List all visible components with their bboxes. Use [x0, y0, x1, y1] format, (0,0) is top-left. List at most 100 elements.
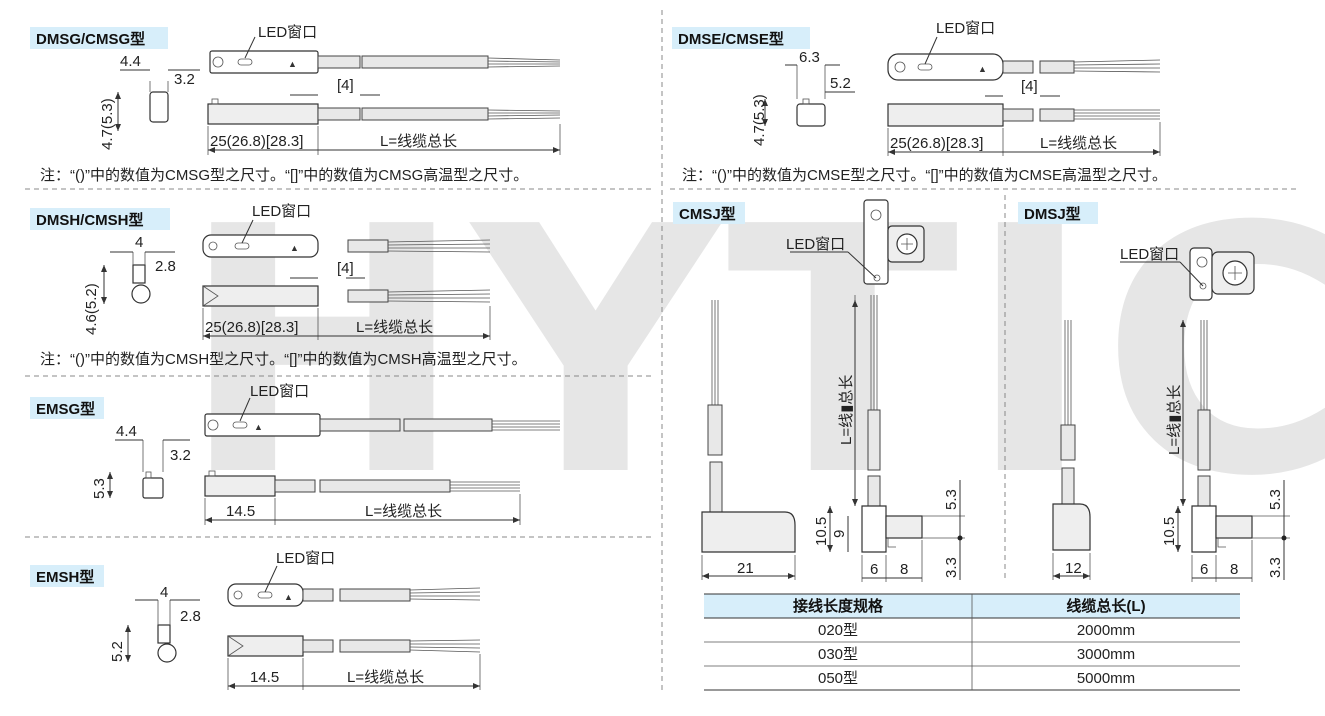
- sensor-profile: [157, 624, 171, 644]
- section-dmsj: DMSJ型 LED窗口 12 L=线▮总长 10.5 6 8: [1018, 202, 1290, 582]
- footnote: 注：“()”中的数值为CMSE型之尺寸。“[]”中的数值为CMSE高温型之尺寸。: [682, 167, 1167, 184]
- dim-height: 5.2: [109, 641, 126, 662]
- dim-height: 5.3: [91, 478, 108, 499]
- section-emsh: EMSH型 4 2.8 5.2 ▲ LED窗口 14.5 L=线缆总长: [30, 549, 481, 690]
- dim-thickness: 2.8: [155, 258, 176, 275]
- model-tag-label: DMSJ型: [1024, 205, 1081, 223]
- model-tag-label: EMSG型: [36, 400, 95, 418]
- dim-base: 12: [1065, 560, 1082, 577]
- sensor-body-side: [1191, 505, 1217, 553]
- model-tag-label: DMSH/CMSH型: [36, 211, 144, 229]
- svg-text:▲: ▲: [254, 422, 263, 432]
- dim-thickness: 3.2: [174, 71, 195, 88]
- dim-height: 4.7(5.3): [751, 94, 768, 146]
- dim-bottom: 3.3: [1267, 557, 1284, 578]
- dim-height: 4.6(5.2): [83, 283, 100, 335]
- model-tag-label: CMSJ型: [679, 205, 736, 223]
- dim-width: 4.4: [120, 53, 141, 70]
- sensor-profile: [796, 103, 826, 127]
- dim-b: 8: [900, 561, 908, 578]
- table-header-cell: 接线长度规格: [793, 597, 884, 615]
- dim-b: 8: [1230, 561, 1238, 578]
- table-cell: 2000mm: [1077, 622, 1135, 639]
- dim-height-total: 10.5: [1161, 517, 1178, 546]
- mount-bracket: [1215, 515, 1253, 539]
- cable-length-label: L=线缆总长: [356, 319, 433, 336]
- section-cmsj: CMSJ型 LED窗口 21 L=线▮总长 10.5 9 6: [673, 199, 965, 582]
- svg-text:▲: ▲: [284, 592, 293, 602]
- dim-top: 5.3: [1267, 489, 1284, 510]
- cable: [361, 55, 489, 69]
- dim-bottom: 3.3: [943, 557, 960, 578]
- dim-a: 6: [870, 561, 878, 578]
- model-tag-label: DMSE/CMSE型: [678, 30, 784, 48]
- dim-base: 21: [737, 560, 754, 577]
- table-header-cell: 线缆总长(L): [1066, 597, 1145, 615]
- table-cell: 050型: [818, 670, 858, 687]
- model-tag-label: DMSG/CMSG型: [36, 30, 145, 48]
- dim-width: 4: [135, 234, 143, 251]
- led-window: [232, 421, 248, 429]
- section-dmsg: DMSG/CMSG型 4.4 3.2 4.7(5.3) ▲ LED窗口 [4] …: [30, 23, 561, 184]
- sensor-profile: [142, 477, 164, 499]
- table-cell: 5000mm: [1077, 670, 1135, 687]
- dim-length: 14.5: [226, 503, 255, 520]
- cable: [403, 418, 493, 432]
- table-cell: 020型: [818, 622, 858, 639]
- led-label: LED窗口: [252, 202, 311, 220]
- dim-gap: [4]: [1021, 78, 1038, 95]
- sensor-body-top: [209, 50, 319, 74]
- table-cell: 030型: [818, 646, 858, 663]
- section-dmsh: DMSH/CMSH型 4 2.8 4.6(5.2) ▲ LED窗口 [4] 25…: [30, 202, 527, 368]
- sensor-body-side: [204, 475, 276, 497]
- led-label: LED窗口: [276, 549, 335, 567]
- dim-top: 5.3: [943, 489, 960, 510]
- dim-width: 6.3: [799, 49, 820, 66]
- cable-length-label: L=线缆总长: [347, 669, 424, 686]
- led-label: LED窗口: [258, 23, 317, 41]
- led-label: LED窗口: [786, 235, 845, 253]
- led-window: [237, 58, 253, 66]
- sensor-profile: [132, 264, 146, 284]
- led-label: LED窗口: [1120, 245, 1179, 263]
- cable-length-label: L=线▮总长: [838, 375, 855, 445]
- section-emsg: EMSG型 4.4 3.2 5.3 ▲ LED窗口 14.5 L=线缆总长: [30, 382, 560, 525]
- dim-length: 25(26.8)[28.3]: [210, 133, 303, 150]
- cable-length-table: 接线长度规格 线缆总长(L) 020型 2000mm 030型 3000mm 0…: [704, 593, 1240, 691]
- cable-length-label: L=线缆总长: [365, 503, 442, 520]
- dim-gap: [4]: [337, 260, 354, 277]
- sensor-body-side: [207, 103, 319, 125]
- sensor-body-top: [202, 234, 319, 258]
- dim-length: 25(26.8)[28.3]: [890, 135, 983, 152]
- led-label: LED窗口: [250, 382, 309, 400]
- dim-length: 14.5: [250, 669, 279, 686]
- model-tag-emsg: EMSG型: [30, 397, 104, 419]
- dim-thickness: 2.8: [180, 608, 201, 625]
- model-tag-dmse: DMSE/CMSE型: [672, 27, 810, 49]
- sensor-body-top: [1189, 247, 1213, 301]
- led-label: LED窗口: [936, 19, 995, 37]
- svg-text:▲: ▲: [288, 59, 297, 69]
- dim-width: 4.4: [116, 423, 137, 440]
- dim-length: 25(26.8)[28.3]: [205, 319, 298, 336]
- dim-gap: [4]: [337, 77, 354, 94]
- sensor-body-side: [202, 285, 319, 307]
- table-cell: 3000mm: [1077, 646, 1135, 663]
- model-tag-emsh: EMSH型: [30, 565, 104, 587]
- sensor-body-front: [701, 511, 796, 553]
- cable-length-label: L=线缆总长: [1040, 135, 1117, 152]
- cable-length-label: L=线▮总长: [1166, 385, 1183, 455]
- sensor-body-top: [863, 199, 889, 285]
- dim-width: 4: [160, 584, 168, 601]
- mount-bracket: [885, 515, 923, 539]
- dim-height: 4.7(5.3): [99, 98, 116, 150]
- dim-thickness: 3.2: [170, 447, 191, 464]
- svg-text:▲: ▲: [290, 243, 299, 253]
- footnote: 注：“()”中的数值为CMSG型之尺寸。“[]”中的数值为CMSG高温型之尺寸。: [40, 167, 528, 184]
- dim-height-body: 9: [831, 530, 848, 538]
- sensor-profile: [149, 91, 169, 123]
- dim-thickness: 5.2: [830, 75, 851, 92]
- model-tag-label: EMSH型: [36, 568, 94, 586]
